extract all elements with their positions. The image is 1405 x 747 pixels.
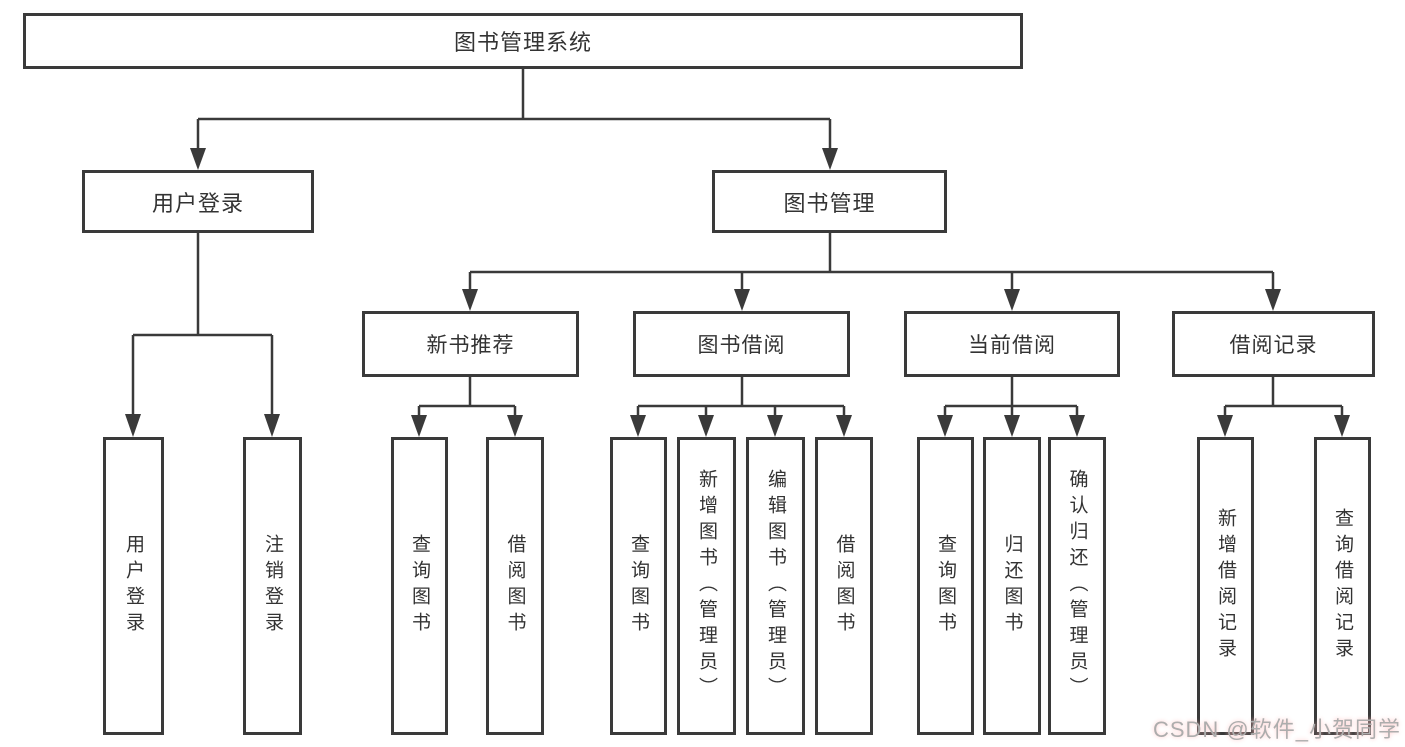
node-label: 图书管理 — [783, 190, 876, 216]
node-label: 借阅记录 — [1229, 334, 1318, 357]
node-leaf-edit-books-admin: 编辑图书（管理员） — [746, 437, 805, 735]
node-book-borrowing: 图书借阅 — [633, 311, 850, 377]
node-leaf-query-books-borrowing: 查询图书 — [610, 437, 667, 735]
node-current-borrowing: 当前借阅 — [904, 311, 1120, 377]
node-leaf-user-login: 用户登录 — [103, 437, 164, 735]
node-label: 注销登录 — [262, 534, 283, 638]
node-leaf-borrow-books: 借阅图书 — [815, 437, 873, 735]
node-leaf-add-books-admin: 新增图书（管理员） — [677, 437, 736, 735]
node-book-management: 图书管理 — [712, 170, 947, 233]
node-leaf-query-books-current: 查询图书 — [917, 437, 974, 735]
node-borrowing-records: 借阅记录 — [1172, 311, 1375, 377]
node-new-book-recommendation: 新书推荐 — [362, 311, 579, 377]
node-label: 归还图书 — [1001, 534, 1023, 638]
node-label: 查询图书 — [409, 534, 430, 638]
node-label: 当前借阅 — [968, 334, 1056, 357]
node-label: 新增借阅记录 — [1215, 508, 1236, 664]
node-leaf-confirm-return-admin: 确认归还（管理员） — [1048, 437, 1106, 735]
node-label: 用户登录 — [151, 190, 244, 216]
node-leaf-query-books-recommend: 查询图书 — [391, 437, 448, 735]
node-label: 用户登录 — [123, 534, 144, 638]
node-label: 查询图书 — [935, 534, 956, 638]
node-label: 查询借阅记录 — [1332, 508, 1353, 664]
node-label: 新增图书（管理员） — [696, 469, 717, 703]
node-label: 图书管理系统 — [453, 30, 592, 55]
node-label: 图书借阅 — [697, 334, 786, 357]
node-label: 查询图书 — [628, 534, 649, 638]
csdn-watermark: CSDN @软件_小贺同学 — [1152, 717, 1401, 742]
node-leaf-logout: 注销登录 — [243, 437, 302, 735]
node-leaf-return-books: 归还图书 — [983, 437, 1041, 735]
node-library-management-system: 图书管理系统 — [23, 13, 1023, 69]
node-user-login: 用户登录 — [82, 170, 314, 233]
node-label: 新书推荐 — [426, 334, 515, 357]
node-label: 编辑图书（管理员） — [765, 469, 786, 703]
node-label: 确认归还（管理员） — [1066, 469, 1088, 703]
node-label: 借阅图书 — [504, 534, 526, 638]
node-leaf-add-borrowing-record: 新增借阅记录 — [1197, 437, 1254, 735]
node-leaf-query-borrowing-record: 查询借阅记录 — [1314, 437, 1371, 735]
node-label: 借阅图书 — [833, 534, 855, 638]
node-leaf-borrow-books-recommend: 借阅图书 — [486, 437, 544, 735]
